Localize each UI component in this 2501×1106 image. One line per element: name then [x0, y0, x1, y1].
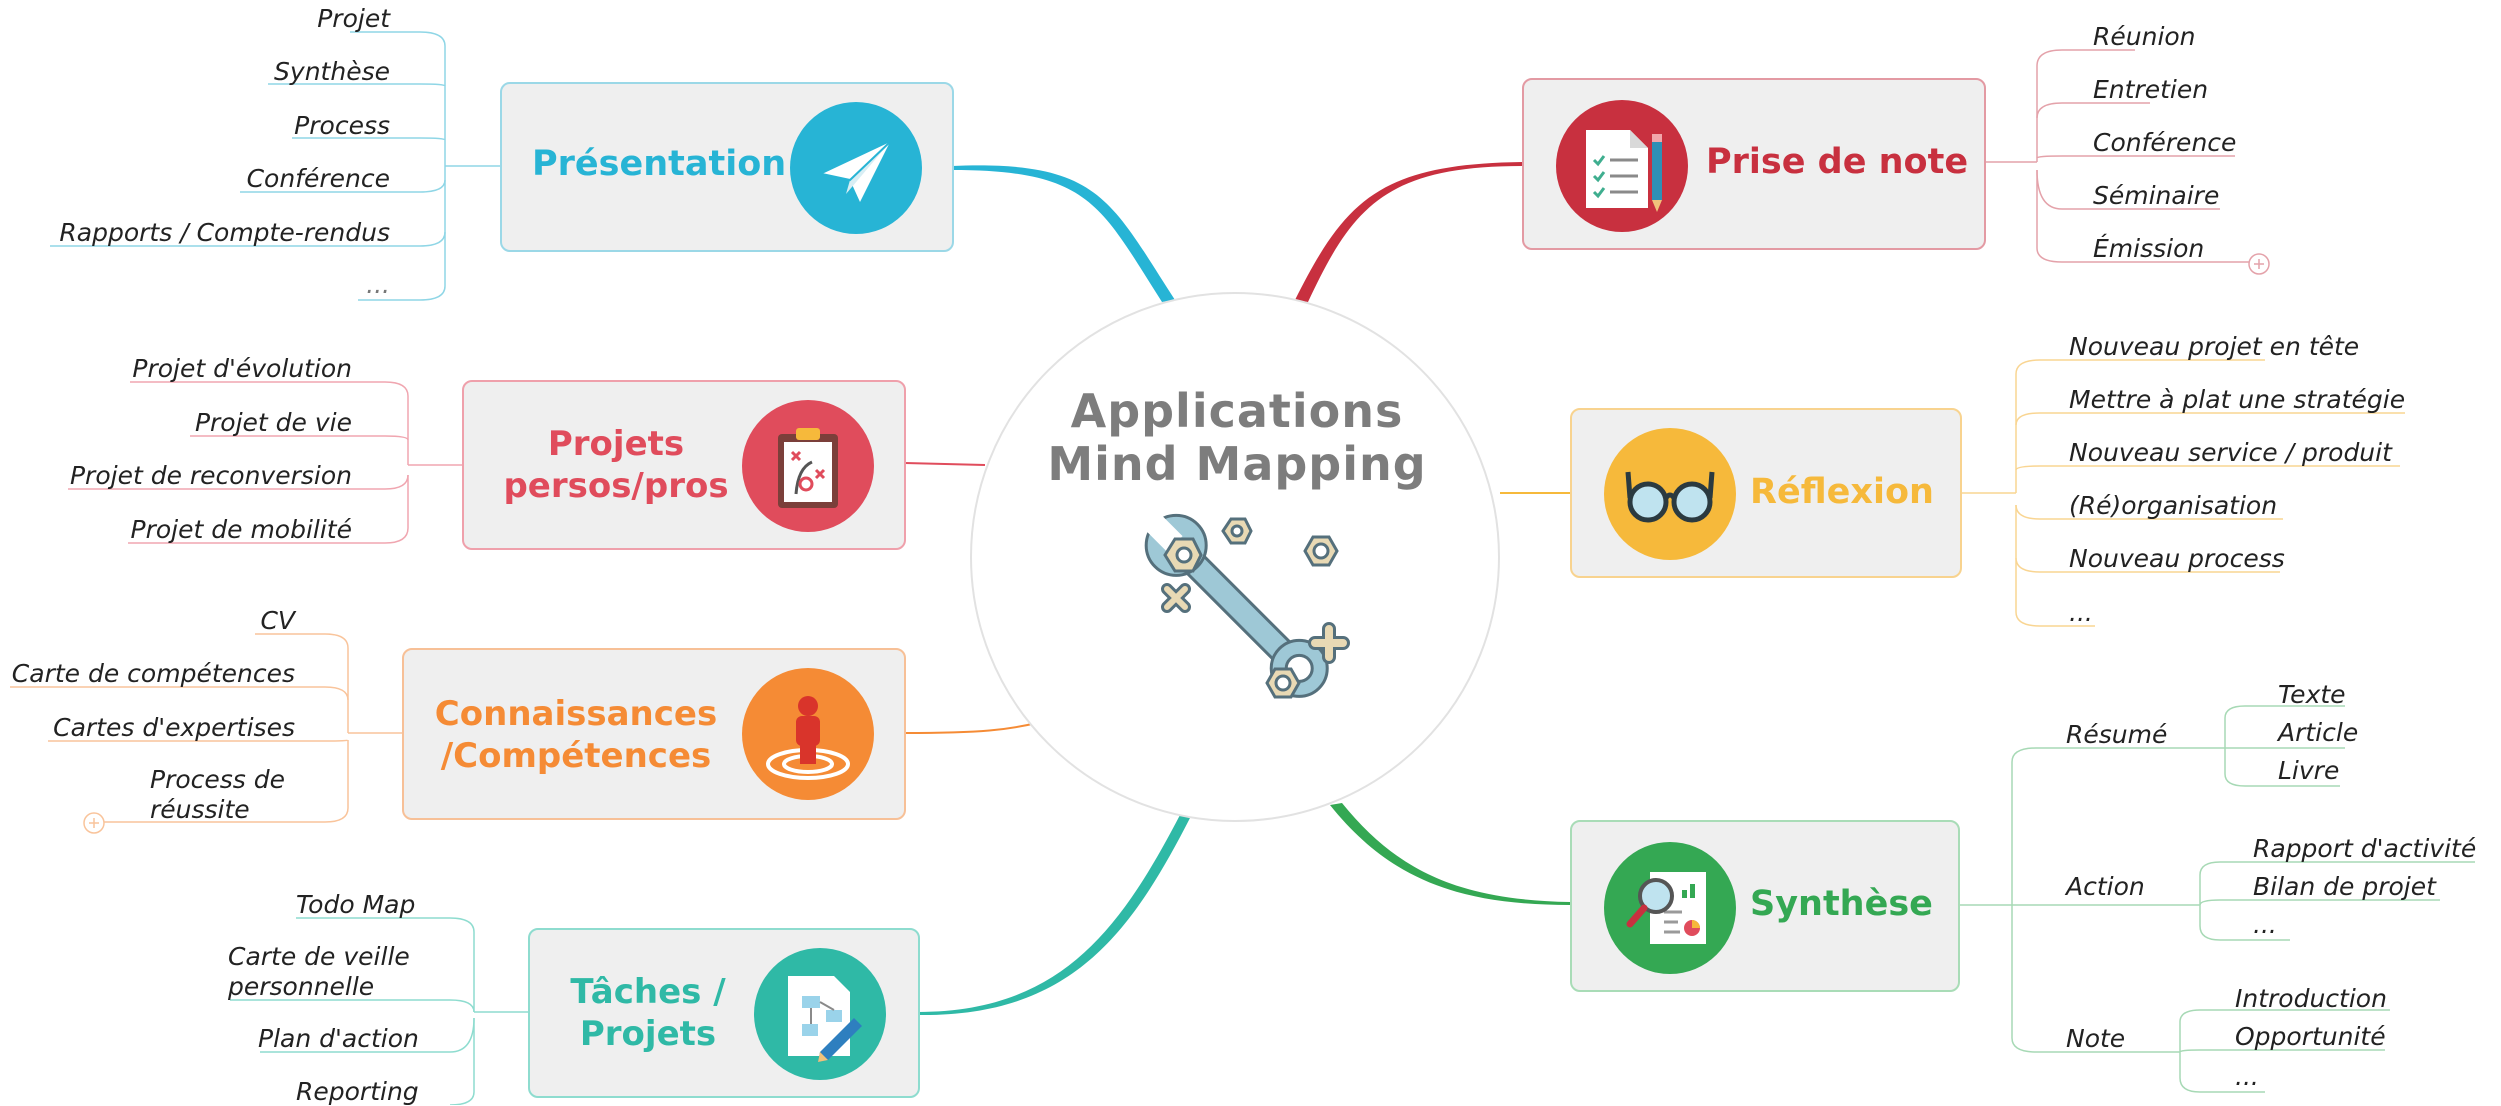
leaf-note-reunion[interactable]: Réunion — [2093, 22, 2196, 51]
leaf-synthese-introduction[interactable]: Introduction — [2235, 984, 2387, 1013]
node-taches-label-line1: Tâches / — [570, 972, 726, 1012]
node-taches-label-line2: Projets — [579, 1014, 717, 1054]
node-prise-de-note[interactable]: Prise de note — [1522, 78, 1986, 250]
leaf-note-emission[interactable]: Émission — [2093, 234, 2205, 263]
branch-projets-line — [904, 462, 986, 466]
glasses-icon — [1604, 428, 1736, 560]
leaf-synthese-action-more[interactable]: ... — [2253, 910, 2277, 939]
leaf-synthese-note[interactable]: Note — [2066, 1024, 2126, 1053]
leaf-note-seminaire[interactable]: Séminaire — [2093, 181, 2220, 210]
strategy-clipboard-icon — [742, 400, 874, 532]
node-taches[interactable]: Tâches / Projets — [528, 928, 920, 1098]
central-title-line2: Mind Mapping — [1047, 437, 1427, 491]
leaf-presentation-process[interactable]: Process — [294, 111, 390, 140]
connaissances-leaf-lines — [10, 633, 402, 823]
node-reflexion-label: Réflexion — [1750, 472, 1934, 512]
leaf-reflexion-organisation[interactable]: (Ré)organisation — [2069, 491, 2278, 520]
branch-presentation-line — [952, 165, 1175, 302]
leaf-presentation-synthese[interactable]: Synthèse — [274, 57, 390, 86]
leaf-synthese-livre[interactable]: Livre — [2278, 756, 2340, 785]
leaf-connaissances-cv[interactable]: CV — [260, 606, 295, 635]
central-title-line1: Applications — [1070, 384, 1404, 438]
leaf-synthese-texte[interactable]: Texte — [2278, 680, 2346, 709]
leaf-presentation-projet[interactable]: Projet — [317, 4, 390, 33]
leaf-synthese-action[interactable]: Action — [2066, 872, 2145, 901]
leaf-projets-vie[interactable]: Projet de vie — [194, 408, 352, 437]
leaf-presentation-more[interactable]: ... — [366, 270, 390, 299]
person-target-icon — [742, 668, 874, 800]
node-connaissances[interactable]: Connaissances /Compétences — [402, 648, 906, 820]
projets-leaf-lines — [68, 381, 462, 544]
reflexion-leaf-lines — [1962, 359, 2405, 627]
leaf-reflexion-process[interactable]: Nouveau process — [2069, 544, 2285, 573]
leaf-synthese-article[interactable]: Article — [2278, 718, 2359, 747]
leaf-synthese-opportunite[interactable]: Opportunité — [2235, 1022, 2386, 1051]
leaf-reflexion-more[interactable]: ... — [2069, 598, 2093, 627]
prise-de-note-leaf-lines — [1985, 49, 2250, 263]
leaf-connaissances-process-line2[interactable]: réussite — [150, 795, 250, 824]
leaf-synthese-rapport-activite[interactable]: Rapport d'activité — [2253, 834, 2477, 863]
leaf-note-entretien[interactable]: Entretien — [2093, 75, 2209, 104]
wrench-and-nuts-icon — [1140, 509, 1350, 699]
leaf-presentation-conference[interactable]: Conférence — [246, 164, 390, 193]
leaf-note-conference[interactable]: Conférence — [2093, 128, 2237, 157]
node-presentation-label: Présentation — [532, 144, 787, 184]
node-projets[interactable]: Projets persos/pros — [462, 380, 906, 550]
leaf-reflexion-strategie[interactable]: Mettre à plat une stratégie — [2069, 385, 2406, 414]
branch-taches-line — [918, 815, 1190, 1016]
node-presentation[interactable]: Présentation — [500, 82, 954, 252]
leaf-taches-plan-action[interactable]: Plan d'action — [258, 1024, 419, 1053]
node-projets-label-line1: Projets — [547, 424, 685, 464]
leaf-connaissances-cartes-expertises[interactable]: Cartes d'expertises — [53, 713, 295, 742]
leaf-synthese-note-more[interactable]: ... — [2235, 1062, 2259, 1091]
leaf-reflexion-nouveau-projet[interactable]: Nouveau projet en tête — [2069, 332, 2360, 361]
leaf-reflexion-service[interactable]: Nouveau service / produit — [2069, 438, 2392, 467]
central-topic[interactable]: Applications Mind Mapping — [970, 292, 1500, 822]
presentation-leaf-lines — [50, 31, 500, 301]
leaf-connaissances-carte-competences[interactable]: Carte de compétences — [11, 659, 295, 688]
leaf-taches-veille-line2[interactable]: personnelle — [228, 972, 375, 1001]
leaf-connaissances-process-line1[interactable]: Process de — [150, 765, 286, 794]
leaf-synthese-resume[interactable]: Résumé — [2066, 720, 2168, 749]
leaf-projets-reconversion[interactable]: Projet de reconversion — [69, 461, 352, 490]
magnifier-report-icon — [1604, 842, 1736, 974]
taches-leaf-lines — [230, 917, 528, 1105]
node-connaissances-label-line1: Connaissances — [434, 694, 718, 734]
leaf-projets-evolution[interactable]: Projet d'évolution — [132, 354, 352, 383]
checklist-notepad-icon — [1556, 100, 1688, 232]
paper-plane-icon — [790, 102, 922, 234]
node-reflexion[interactable]: Réflexion — [1570, 408, 1962, 578]
leaf-taches-todo-map[interactable]: Todo Map — [296, 890, 416, 919]
leaf-taches-reporting[interactable]: Reporting — [296, 1077, 419, 1106]
node-synthese[interactable]: Synthèse — [1570, 820, 1960, 992]
node-synthese-label: Synthèse — [1750, 884, 1933, 924]
document-flowchart-pen-icon — [754, 948, 886, 1080]
branch-synthese-line — [1330, 803, 1570, 905]
node-connaissances-label-line2: /Compétences — [440, 736, 712, 776]
leaf-projets-mobilite[interactable]: Projet de mobilité — [130, 515, 352, 544]
node-projets-label-line2: persos/pros — [503, 466, 729, 506]
leaf-taches-veille-line1[interactable]: Carte de veille — [228, 942, 410, 971]
branch-prise-de-note-line — [1295, 162, 1522, 302]
leaf-presentation-rapports[interactable]: Rapports / Compte-rendus — [59, 218, 390, 247]
node-prise-de-note-label: Prise de note — [1706, 142, 1969, 182]
synthese-leaf-lines — [1958, 705, 2475, 1093]
leaf-synthese-bilan-projet[interactable]: Bilan de projet — [2253, 872, 2436, 901]
